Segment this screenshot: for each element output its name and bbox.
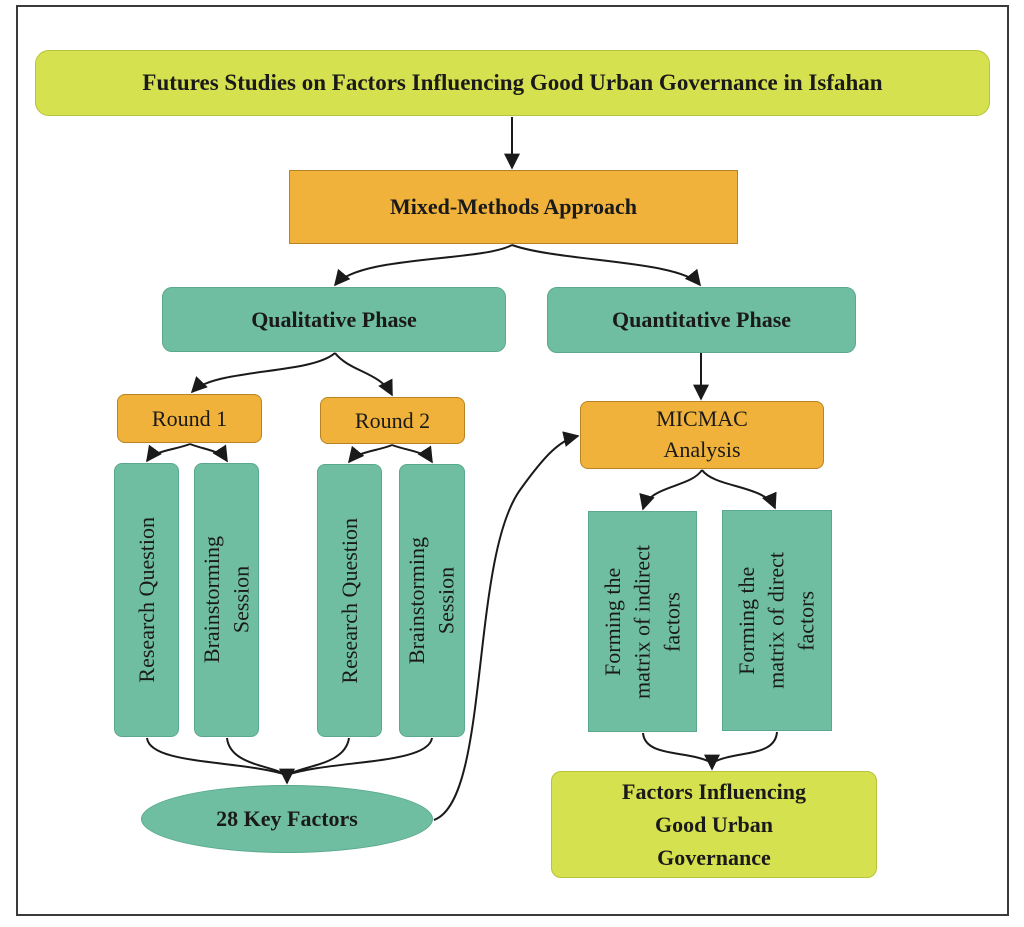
round1-brainstorming-text: Brainstorming Session <box>198 536 254 664</box>
arrow-micmac-to-indirect <box>639 469 703 511</box>
mixed-methods-text: Mixed-Methods Approach <box>389 194 638 219</box>
arrow-micmac-to-direct <box>701 469 777 510</box>
arrow-qual-to-round1 <box>190 352 336 394</box>
round2-box: Round 2 <box>320 397 465 444</box>
round2-brainstorming-box: Brainstorming Session <box>399 464 465 737</box>
mixed-methods-box: Mixed-Methods Approach <box>289 170 738 244</box>
round1-research-question-text: Research Question <box>133 517 159 683</box>
round2-text: Round 2 <box>354 407 431 433</box>
key-factors-text: 28 Key Factors <box>216 806 358 831</box>
title-box: Futures Studies on Factors Influencing G… <box>35 50 990 116</box>
qualitative-phase-text: Qualitative Phase <box>251 306 417 332</box>
quantitative-phase-box: Quantitative Phase <box>547 287 856 353</box>
arrow-key-to-micmac <box>433 431 580 821</box>
quantitative-phase-text: Quantitative Phase <box>611 307 792 332</box>
final-output-text: Factors Influencing Good Urban Governanc… <box>622 779 806 870</box>
arrow-mixed-to-qualitative <box>333 244 513 287</box>
round1-research-question-box: Research Question <box>114 463 179 737</box>
arrow-direct-to-final <box>711 731 778 764</box>
arrow-rq2-to-key <box>286 737 350 776</box>
arrow-round1-to-bs1 <box>189 443 228 463</box>
micmac-text: MICMAC Analysis <box>656 406 748 462</box>
arrow-round2-to-rq2 <box>347 444 393 464</box>
key-factors-ellipse: 28 Key Factors <box>141 785 433 853</box>
qualitative-phase-box: Qualitative Phase <box>162 287 506 352</box>
arrow-indirect-to-final <box>642 732 713 764</box>
arrow-round2-to-bs2 <box>391 444 433 464</box>
round1-text: Round 1 <box>151 405 228 431</box>
round2-brainstorming-text: Brainstorming Session <box>404 536 459 665</box>
arrow-rq1-to-key <box>146 737 288 776</box>
arrow-round1-to-rq1 <box>146 443 191 463</box>
round1-brainstorming-box: Brainstorming Session <box>194 463 259 737</box>
direct-matrix-box: Forming the matrix of direct factors <box>722 510 832 731</box>
indirect-matrix-box: Forming the matrix of indirect factors <box>588 511 697 732</box>
title-text: Futures Studies on Factors Influencing G… <box>142 70 883 95</box>
indirect-matrix-text: Forming the matrix of indirect factors <box>599 544 685 699</box>
direct-matrix-text: Forming the matrix of direct factors <box>734 552 819 689</box>
arrow-bs2-to-key <box>286 737 433 776</box>
micmac-box: MICMAC Analysis <box>580 401 824 469</box>
round2-research-question-text: Research Question <box>336 517 362 684</box>
final-output-box: Factors Influencing Good Urban Governanc… <box>551 771 877 878</box>
round2-research-question-box: Research Question <box>317 464 382 737</box>
round1-box: Round 1 <box>117 394 262 443</box>
arrow-mixed-to-quantitative <box>511 244 702 287</box>
arrow-qual-to-round2 <box>334 352 393 397</box>
